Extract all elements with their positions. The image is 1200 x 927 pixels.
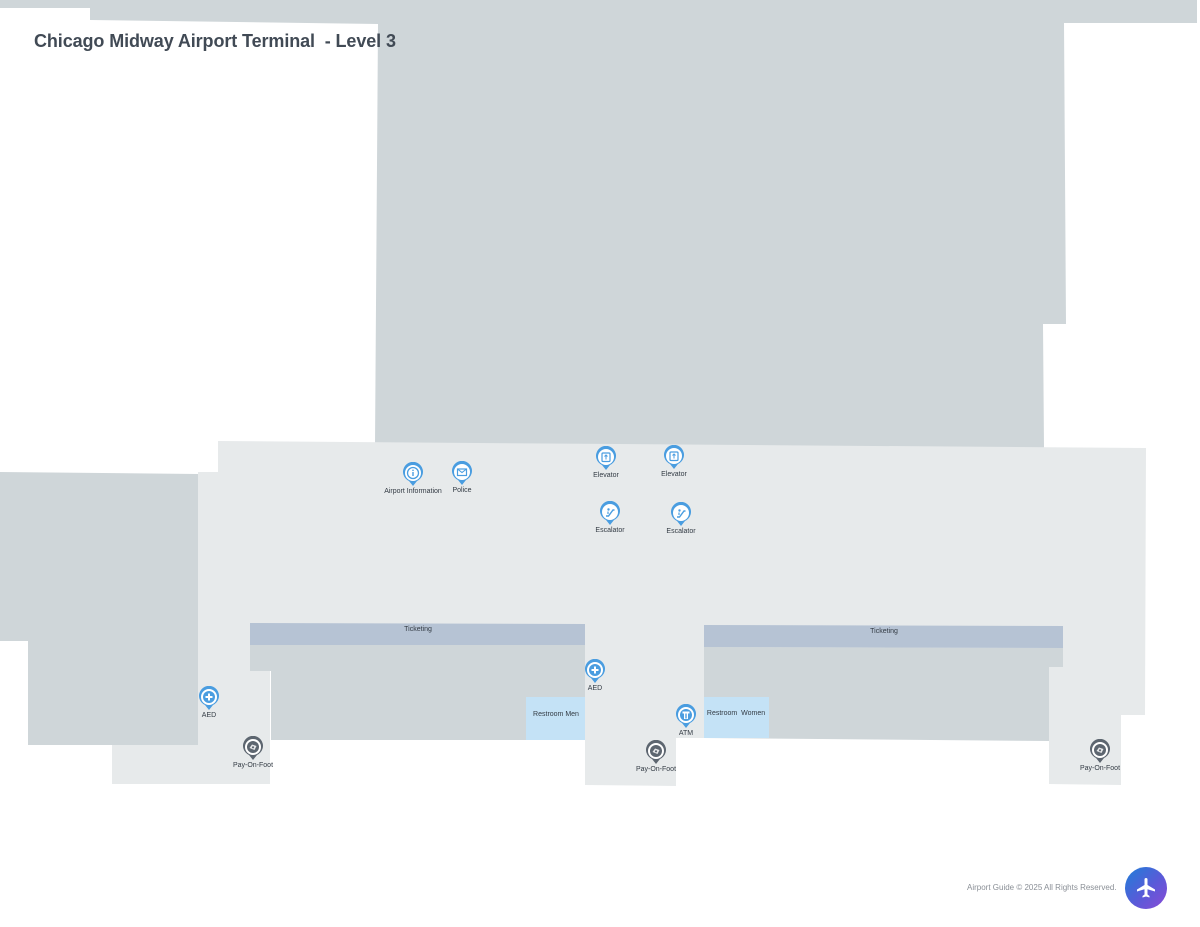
poi-elevator[interactable]: Elevator	[566, 446, 646, 479]
poi-aed[interactable]: AED	[169, 686, 249, 719]
back-area-east	[704, 647, 1063, 741]
restroom-women-area[interactable]	[704, 697, 769, 738]
escalator-icon	[671, 502, 691, 526]
pay-on-foot-icon	[646, 740, 666, 764]
escalator-icon	[600, 501, 620, 525]
poi-label: ATM	[678, 730, 694, 737]
restroom-men-area[interactable]	[526, 697, 585, 740]
ticketing-east-area[interactable]	[704, 625, 1063, 648]
pay-on-foot-icon	[1090, 739, 1110, 763]
poi-pay-on-foot[interactable]: Pay-On-Foot	[213, 736, 293, 769]
poi-escalator[interactable]: Escalator	[570, 501, 650, 534]
back-area-west	[250, 645, 585, 740]
poi-aed[interactable]: AED	[555, 659, 635, 692]
poi-pay-on-foot[interactable]: Pay-On-Foot	[1060, 739, 1140, 772]
ticketing-east-label: Ticketing	[870, 628, 898, 635]
poi-police[interactable]: Police	[422, 461, 502, 494]
atm-icon	[676, 704, 696, 728]
police-mail-icon	[452, 461, 472, 485]
poi-airport-information[interactable]: Airport Information	[373, 462, 453, 495]
building-upper	[0, 0, 1197, 448]
copyright-text: Airport Guide © 2025 All Rights Reserved…	[967, 883, 1117, 892]
poi-escalator[interactable]: Escalator	[641, 502, 721, 535]
ticketing-west-area[interactable]	[250, 623, 585, 645]
elevator-icon	[596, 446, 616, 470]
poi-atm[interactable]: ATM	[646, 704, 726, 737]
poi-label: AED	[587, 685, 603, 692]
restroom-men-label: Restroom Men	[533, 711, 579, 718]
ticketing-west-label: Ticketing	[404, 626, 432, 633]
poi-label: Elevator	[661, 471, 687, 478]
aed-plus-icon	[199, 686, 219, 710]
poi-label: Pay-On-Foot	[1079, 765, 1121, 772]
poi-label: Police	[452, 487, 472, 494]
page-title: Chicago Midway Airport Terminal - Level …	[34, 31, 396, 51]
poi-label: Elevator	[593, 472, 619, 479]
airplane-icon	[1137, 878, 1155, 898]
info-icon	[403, 462, 423, 486]
pay-on-foot-icon	[243, 736, 263, 760]
restroom-women-label: Restroom Women	[706, 710, 766, 717]
building-west	[0, 472, 198, 745]
poi-label: Airport Information	[384, 488, 442, 495]
aed-plus-icon	[585, 659, 605, 683]
poi-label: Escalator	[595, 527, 625, 534]
poi-label: Pay-On-Foot	[635, 766, 677, 773]
poi-elevator[interactable]: Elevator	[634, 445, 714, 478]
poi-label: Escalator	[666, 528, 696, 535]
poi-label: AED	[201, 712, 217, 719]
elevator-icon	[664, 445, 684, 469]
poi-label: Pay-On-Foot	[232, 762, 274, 769]
poi-pay-on-foot[interactable]: Pay-On-Foot	[616, 740, 696, 773]
airport-guide-logo-button[interactable]	[1125, 867, 1167, 909]
concourse-walkway[interactable]	[112, 441, 1146, 786]
